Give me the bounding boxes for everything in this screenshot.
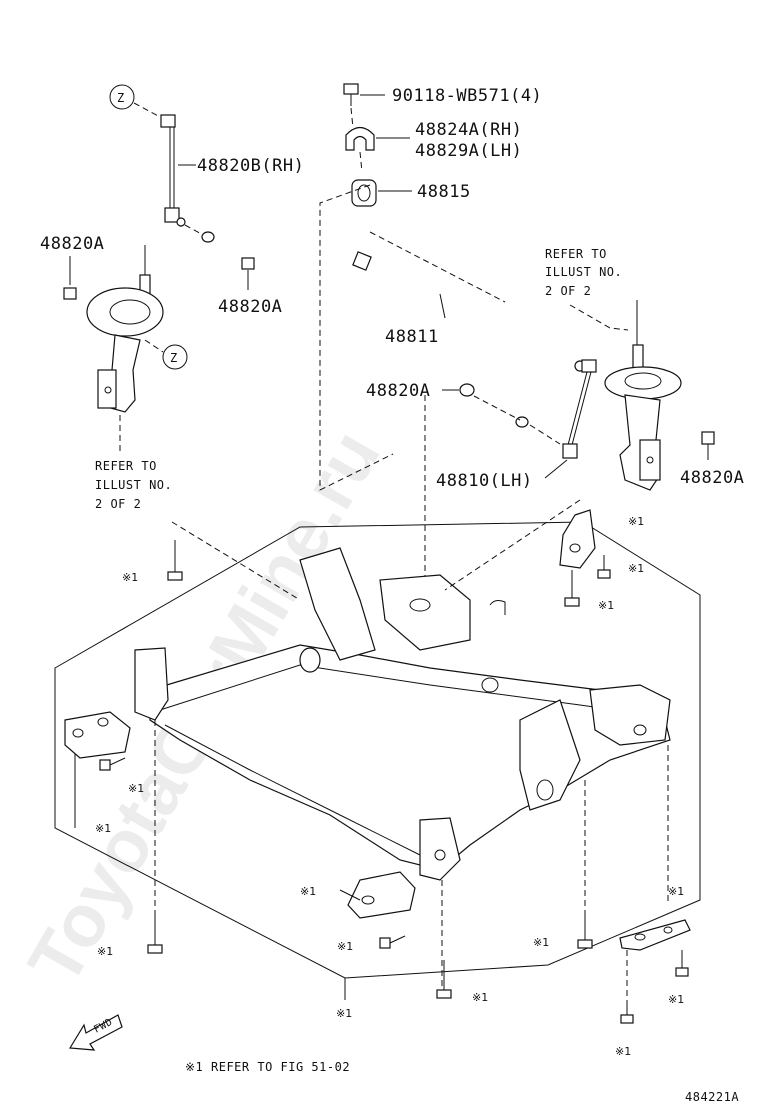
svg-text:※1: ※1 <box>128 782 144 795</box>
svg-text:※1: ※1 <box>122 571 138 584</box>
bolt-right-upper-b <box>564 570 580 607</box>
callout-bracket-rh: 48824A(RH) <box>415 120 522 140</box>
svg-text:※1: ※1 <box>628 562 644 575</box>
svg-text:※1: ※1 <box>615 1045 631 1058</box>
callout-nut-left-top: 48820A <box>40 234 104 254</box>
callout-link-lh: 48810(LH) <box>436 471 533 491</box>
bolt-front-vertical <box>436 880 452 999</box>
guide-line-right <box>369 231 506 303</box>
bolt-left-top <box>167 540 183 581</box>
svg-text:※1: ※1 <box>628 515 644 528</box>
svg-text:※1: ※1 <box>472 991 488 1004</box>
callout-bracket-lh: 48829A(LH) <box>415 141 522 161</box>
mount-bracket-right-lower <box>619 919 691 951</box>
bolt-left-bottom <box>147 915 163 954</box>
callout-nut-mid: 48820A <box>366 381 430 401</box>
svg-text:※1: ※1 <box>300 885 316 898</box>
svg-text:Z: Z <box>170 351 178 365</box>
svg-text:※1: ※1 <box>337 940 353 953</box>
svg-text:※1: ※1 <box>97 945 113 958</box>
callout-bolt-top: 90118-WB571(4) <box>392 86 542 106</box>
svg-text:REFER TO: REFER TO <box>545 247 607 261</box>
stabilizer-link-rh <box>160 114 206 237</box>
svg-text:※1: ※1 <box>95 822 111 835</box>
svg-text:※1: ※1 <box>668 993 684 1006</box>
mount-bracket-front <box>339 871 416 919</box>
front-crossmember <box>134 547 671 881</box>
mount-bracket-left <box>64 711 131 759</box>
callout-stabilizer-bar: 48811 <box>385 327 439 347</box>
callout-link-rh: 48820B(RH) <box>197 156 304 176</box>
stabilizer-link-lh <box>529 359 597 479</box>
svg-text:2 OF 2: 2 OF 2 <box>95 497 141 511</box>
svg-text:ILLUST NO.: ILLUST NO. <box>95 478 172 492</box>
svg-text:※1: ※1 <box>336 1007 352 1020</box>
strut-assembly-right <box>604 300 682 491</box>
nut-mid <box>442 383 521 421</box>
bolt-top <box>343 83 385 106</box>
footnote: ※1 REFER TO FIG 51-02 <box>185 1060 350 1074</box>
nut-right <box>701 431 715 460</box>
guide-line-left <box>319 184 394 491</box>
stabilizer-bracket <box>345 126 410 151</box>
crossmember-frame <box>54 521 701 979</box>
zone-marker-left: Z <box>144 339 188 370</box>
svg-text:ILLUST NO.: ILLUST NO. <box>545 265 622 279</box>
callout-bushing: 48815 <box>417 182 471 202</box>
ref-marks: ※1 ※1 ※1 ※1 ※1 ※1 ※1 ※1 ※1 ※1 ※1 ※1 ※1 ※… <box>95 515 684 1058</box>
svg-text:※1: ※1 <box>533 936 549 949</box>
bolt-right-lower-b <box>620 950 634 1024</box>
bolt-right-bottom <box>577 915 593 949</box>
stabilizer-bar <box>199 217 529 428</box>
nut-center <box>241 257 255 290</box>
bolt-right-lower-a <box>675 950 689 977</box>
bolt-left-lower <box>99 757 126 771</box>
strut-assembly-left <box>86 245 164 413</box>
refer-note-left: REFER TO ILLUST NO. 2 OF 2 <box>95 415 172 511</box>
callout-nut-right: 48820A <box>680 468 744 488</box>
callout-nut-center: 48820A <box>218 297 282 317</box>
bolt-front-bottom <box>379 935 406 949</box>
zone-marker-top: Z <box>109 84 161 118</box>
svg-text:Z: Z <box>117 91 125 105</box>
stabilizer-bushing <box>351 179 412 207</box>
mount-bracket-right-upper <box>559 509 596 569</box>
refer-note-right: REFER TO ILLUST NO. 2 OF 2 <box>545 247 629 331</box>
svg-text:※1: ※1 <box>598 599 614 612</box>
bolt-right-upper-a <box>597 555 611 579</box>
svg-text:REFER TO: REFER TO <box>95 459 157 473</box>
fwd-arrow: FWD <box>68 1014 123 1051</box>
diagram-id: 484221A <box>685 1090 739 1104</box>
svg-text:※1: ※1 <box>668 885 684 898</box>
nut-left-top <box>63 256 77 300</box>
svg-text:2 OF 2: 2 OF 2 <box>545 284 591 298</box>
